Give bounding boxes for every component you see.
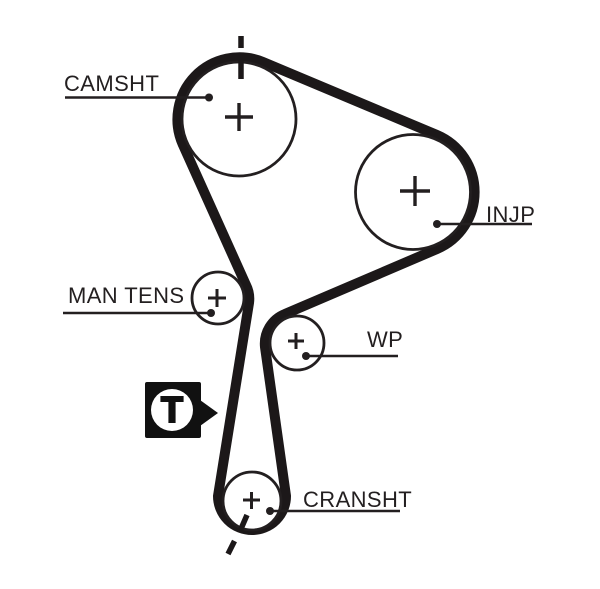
injection-pump-center-cross-icon (400, 176, 430, 206)
camshaft-label: CAMSHT (64, 71, 160, 96)
manual-tensioner-label: MAN TENS (68, 283, 185, 308)
crankshaft-label: CRANSHT (303, 487, 413, 512)
crankshaft-timing-mark (225, 513, 250, 556)
water-pump-center-cross-icon (288, 333, 304, 349)
crankshaft-label-dot (266, 507, 274, 515)
injection-pump-label-dot (433, 220, 441, 228)
timing-icon-arrow (200, 400, 218, 426)
crankshaft-center-cross-icon (243, 492, 260, 509)
timing-icon-circle (151, 389, 193, 431)
timing-icon-letter: T (160, 389, 184, 430)
water-pump-label-dot (302, 352, 310, 360)
manual-tensioner-label-dot (207, 309, 215, 317)
water-pump-label: WP (367, 327, 404, 352)
manual-tensioner-center-cross-icon (208, 289, 226, 307)
camshaft-center-cross-icon (225, 103, 253, 131)
injection-pump-label: INJP (486, 202, 536, 227)
camshaft-label-dot (205, 93, 213, 102)
